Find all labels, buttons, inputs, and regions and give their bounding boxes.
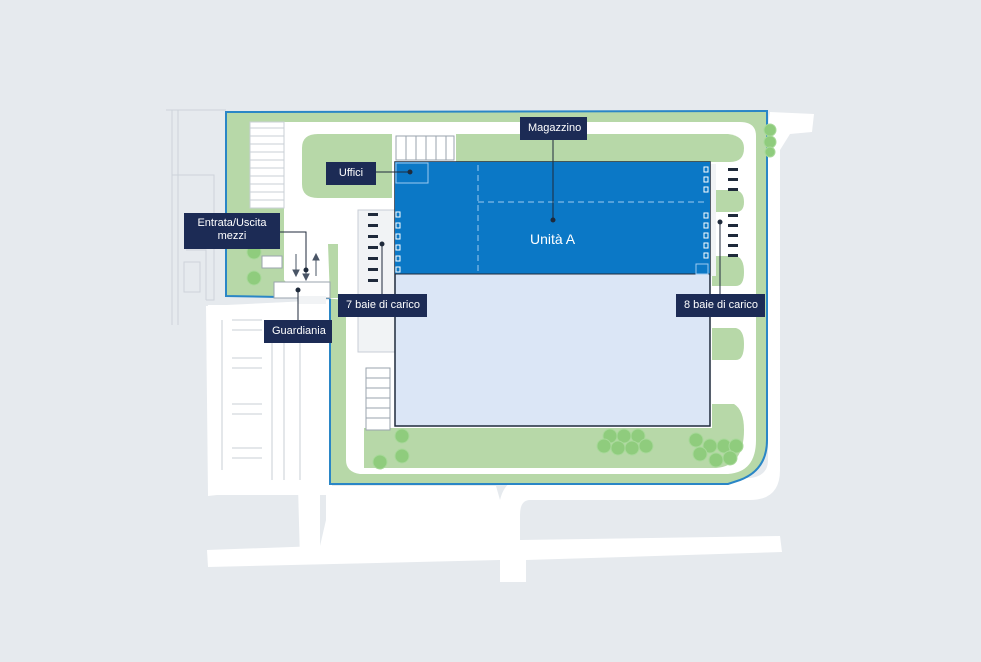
parking-lower-left <box>221 319 301 480</box>
bay-left <box>368 213 378 282</box>
unit-a-dashed-lines <box>477 165 708 272</box>
callout-magazzino: Magazzino <box>520 117 587 140</box>
gate-icon <box>261 255 283 269</box>
gate-strip <box>298 296 326 304</box>
callout-magazzino-text: Magazzino <box>528 122 582 134</box>
loading-bays-right <box>703 166 738 259</box>
callout-8-baie: 8 baie di carico <box>676 294 765 317</box>
parking-stripes-top-left <box>249 121 285 209</box>
callout-7-baie: 7 baie di carico <box>338 294 427 317</box>
unit-a-label: Unità A <box>530 231 576 247</box>
dock-apron-right <box>706 164 716 276</box>
parking-bottom-left <box>365 367 391 431</box>
callout-8-baie-text: 8 baie di carico <box>684 299 758 311</box>
callout-entrata-line1: Entrata/Uscita <box>197 217 267 229</box>
callout-guardiania: Guardiania <box>264 320 332 343</box>
callout-entrata-line2: mezzi <box>217 230 247 242</box>
callout-uffici: Uffici <box>326 162 376 185</box>
corner-marker <box>695 263 709 275</box>
leader-lines <box>280 140 723 320</box>
trees <box>246 123 777 470</box>
guardhouse <box>273 281 331 299</box>
offices-block <box>395 162 429 184</box>
fence-lines <box>166 109 226 325</box>
callout-uffici-text: Uffici <box>338 167 364 179</box>
callout-7-baie-text: 7 baie di carico <box>346 299 420 311</box>
loading-bays-left <box>368 211 401 282</box>
callout-guardiania-text: Guardiania <box>272 325 326 337</box>
callout-entrata-uscita: Entrata/Uscita mezzi <box>184 213 280 249</box>
parking-top <box>395 135 455 161</box>
